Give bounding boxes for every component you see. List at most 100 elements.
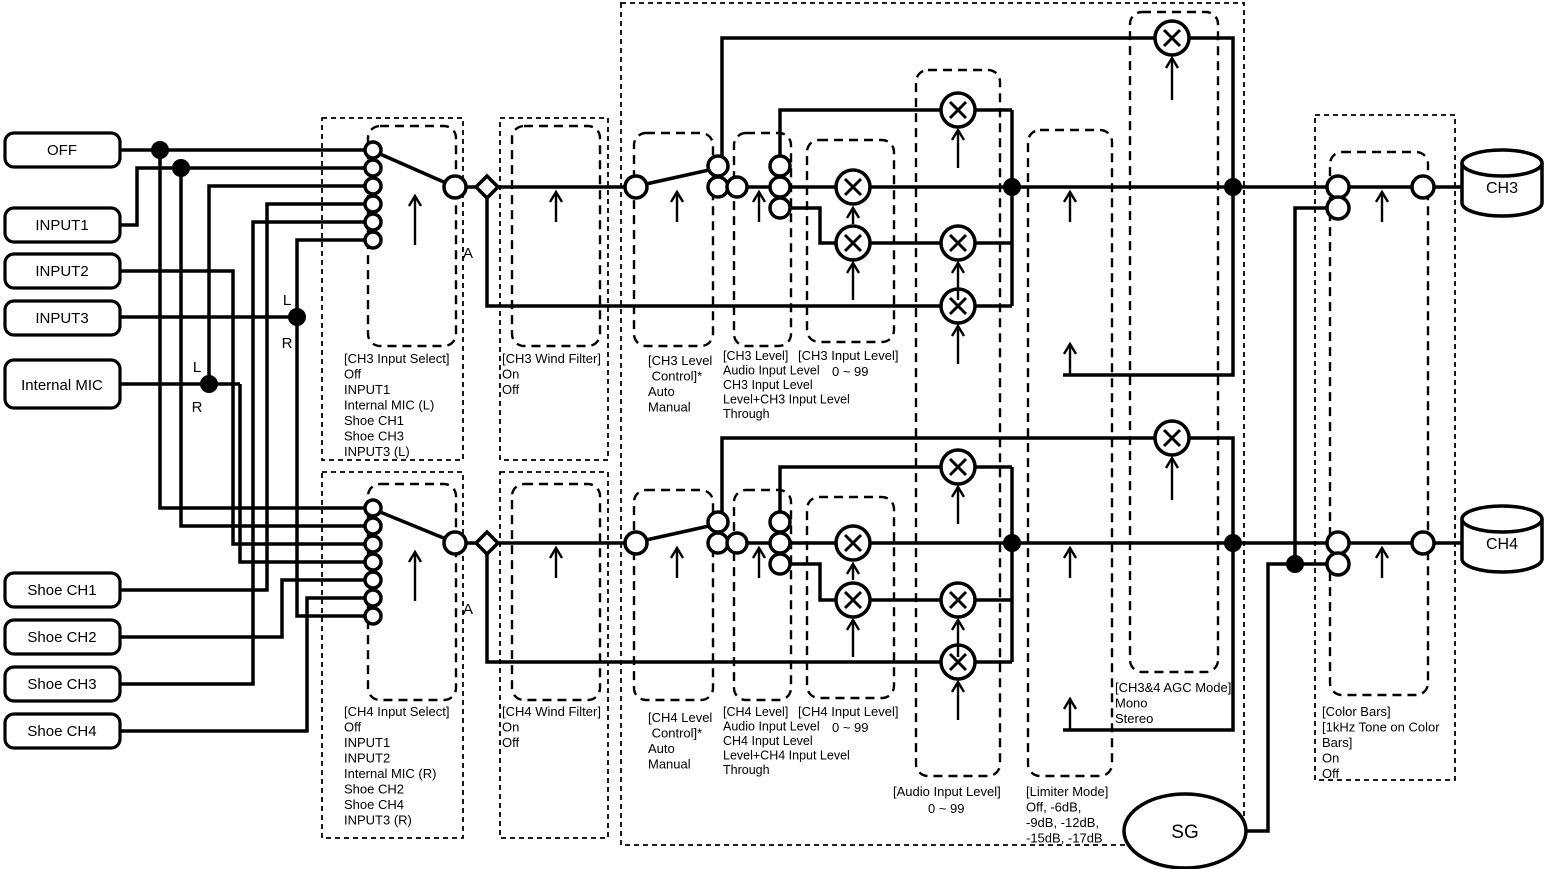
limiter-mode-label: [Limiter Mode]Off, -6dB,-9dB, -12dB,-15d… [1026, 784, 1108, 846]
ch3-input-level-title: [CH3 Input Level] [798, 348, 898, 363]
port-circle [706, 531, 730, 555]
multiplier-x-stroke [948, 296, 968, 316]
source-box-rect [3, 712, 122, 750]
port-circle [363, 552, 383, 572]
junction-dot [1003, 178, 1021, 196]
port-circle [363, 588, 383, 608]
color-bars-outline [1314, 114, 1456, 781]
port-circle [623, 530, 649, 556]
output-ch3-cylinder: CH3 [1460, 148, 1544, 218]
port-circle [1410, 530, 1436, 556]
ch3-agc-path [720, 36, 1235, 187]
port-circle [363, 606, 383, 626]
source-box-shoe-ch1: Shoe CH1 [3, 571, 122, 609]
multiplier-x-stroke [948, 233, 968, 253]
input3-r-label: R [282, 335, 293, 352]
port-circle [363, 176, 383, 196]
ch4-input-level-box [805, 495, 896, 700]
source-box-input3: INPUT3 [3, 299, 122, 337]
source-box-shoe-ch4: Shoe CH4 [3, 712, 122, 750]
wire-input2-ch4 [120, 269, 366, 546]
multiplier-x-stroke [843, 177, 863, 197]
wire-shoe-ch3 [120, 220, 366, 686]
source-label-input3: INPUT3 [35, 310, 88, 327]
processing-block-outline [620, 2, 1245, 846]
branch-diamond [473, 529, 501, 557]
junction-dot [1003, 534, 1021, 552]
port-circle [1410, 174, 1436, 200]
port-circle [768, 531, 792, 555]
ch4-wind-filter-box [510, 482, 602, 702]
source-label-internal-mic: Internal MIC [21, 377, 103, 394]
ch4-through-branch [485, 554, 1012, 664]
ch4-agc-path [720, 436, 1235, 543]
output-ch4-cylinder: CH4 [1460, 504, 1544, 574]
wire-internal-mic-l [207, 184, 366, 384]
cylinder-top [1460, 148, 1544, 178]
source-box-internal-mic: Internal MIC [3, 358, 122, 410]
source-label-shoe-ch2: Shoe CH2 [27, 629, 96, 646]
source-box-rect [3, 131, 122, 169]
source-box-input1: INPUT1 [3, 206, 122, 244]
limiter-mode-box [1026, 128, 1114, 778]
source-box-rect [3, 252, 122, 290]
junction-dot [1224, 534, 1242, 552]
ch3-input-select-arm [379, 152, 447, 185]
port-circle [706, 175, 730, 199]
source-box-rect [3, 206, 122, 244]
multiplier-x-stroke [948, 652, 968, 672]
port-circle [363, 194, 383, 214]
wire-input1-ch3 [120, 166, 366, 227]
ch3-wind-filter-outline [499, 117, 609, 461]
junction-dot [288, 308, 306, 326]
multiplier-x-stroke [843, 233, 863, 253]
ch3-through-branch [485, 198, 1012, 308]
ch3-combined-branch [790, 206, 1012, 245]
dashed-block-outlines [321, 2, 1456, 846]
cylinder-top [1460, 504, 1544, 534]
port-circle [363, 498, 383, 518]
port-circle [768, 510, 792, 534]
junction-dot [1224, 178, 1242, 196]
port-circle [706, 510, 730, 534]
port-circle [442, 530, 468, 556]
port-circle [768, 175, 792, 199]
port-circle [363, 534, 383, 554]
ch4-level-control-box [632, 488, 715, 702]
source-box-rect [3, 571, 122, 609]
ch4-input-select-arm [379, 510, 447, 541]
ch4-input-select-outline [321, 471, 464, 839]
wire-input3-l [295, 238, 366, 317]
ch3-wind-filter-box [510, 124, 602, 348]
sg-label: SG [1171, 822, 1198, 843]
wire-input1-ch4 [179, 168, 366, 528]
cylinder-body [1460, 519, 1544, 574]
branch-a-ch4-label: A [463, 601, 473, 618]
port-circle [1325, 530, 1351, 556]
multiplier-x-stroke [1162, 28, 1182, 48]
ch4-level-box [732, 488, 793, 702]
agc-mode-box [1128, 10, 1220, 674]
ch4-input-level-range: 0 ~ 99 [832, 720, 869, 735]
port-circle [768, 154, 792, 178]
source-box-rect [3, 299, 122, 337]
ch3-input-select-outline [321, 117, 464, 461]
port-circle [706, 154, 730, 178]
port-circle [1325, 174, 1351, 200]
source-label-shoe-ch3: Shoe CH3 [27, 676, 96, 693]
internal-mic-r-label: R [192, 399, 203, 416]
cylinder-body [1460, 163, 1544, 218]
junction-dot [1286, 555, 1304, 573]
port-circle [768, 552, 792, 576]
internal-mic-l-label: L [193, 359, 201, 376]
junction-dot [200, 375, 218, 393]
